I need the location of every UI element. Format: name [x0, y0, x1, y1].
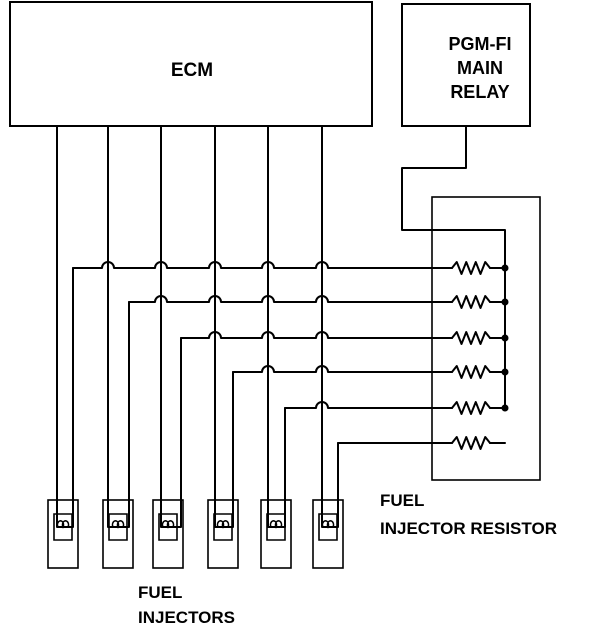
injector-housing	[47, 499, 79, 569]
resistor-icon	[451, 261, 491, 275]
injector-group	[47, 499, 344, 569]
resistor-feed-wire	[128, 295, 453, 303]
resistor-feed-wire	[232, 365, 453, 373]
injector-body	[266, 513, 286, 541]
bus-junction-dot	[501, 334, 509, 342]
relay-label-line3: RELAY	[450, 82, 509, 102]
resistor-label-line1: FUEL	[380, 491, 424, 510]
relay-label-line2: MAIN	[457, 58, 503, 78]
relay-box	[401, 3, 531, 127]
bus-junction-dot	[501, 264, 509, 272]
relay-label-line1: PGM-FI	[449, 34, 512, 54]
ecm-box	[9, 1, 373, 127]
ecm-unit: ECM	[9, 1, 373, 127]
injector-lead-out	[107, 519, 124, 528]
ecm-label: ECM	[171, 60, 213, 81]
resistor-icon	[451, 401, 491, 415]
bus-junction-dot	[501, 404, 509, 412]
injector-housing	[152, 499, 184, 569]
injector-body	[318, 513, 338, 541]
resistor-icon	[451, 295, 491, 309]
bus-junction-dot	[501, 298, 509, 306]
injector-housing	[260, 499, 292, 569]
injector-lead-out	[321, 519, 334, 528]
injector-body	[108, 513, 128, 541]
resistor-label-line2: INJECTOR RESISTOR	[380, 519, 557, 538]
resistor-icon	[451, 331, 491, 345]
resistor-group	[451, 261, 509, 450]
resistor-feed-wire	[284, 401, 453, 409]
resistor-icon	[451, 436, 491, 450]
injector-lead-out	[160, 519, 174, 528]
resistor-feed-wire	[72, 261, 453, 269]
bus-junction-dot	[501, 368, 509, 376]
injector-housing	[312, 499, 344, 569]
injector-housing	[102, 499, 134, 569]
injector-body	[53, 513, 73, 541]
resistor-feed-wire	[180, 331, 453, 339]
relay-feed-wire	[401, 125, 506, 411]
injector-lead-out	[267, 519, 282, 528]
injectors-label-line2: INJECTORS	[138, 608, 235, 627]
resistor-icon	[451, 365, 491, 379]
wire-group	[56, 125, 453, 521]
injector-lead-out	[214, 519, 229, 528]
injector-lead-out	[56, 519, 69, 528]
injector-body	[158, 513, 178, 541]
injectors-label-line1: FUEL	[138, 583, 182, 602]
main-relay: PGM-FI MAIN RELAY	[401, 3, 531, 127]
injector-body	[213, 513, 233, 541]
injector-housing	[207, 499, 239, 569]
